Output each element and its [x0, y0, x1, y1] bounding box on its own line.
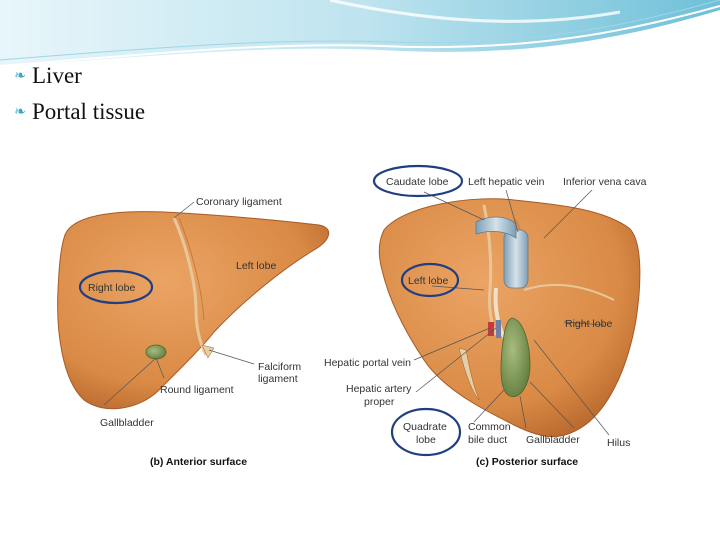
annotation-circle-quadrate-lobe [390, 407, 462, 457]
leader-lines [103, 189, 610, 436]
label-left-hepatic-vein: Left hepatic vein [468, 176, 545, 188]
label-round-ligament: Round ligament [160, 384, 234, 396]
caption-posterior-surface: (c) Posterior surface [476, 456, 578, 468]
label-left-lobe-posterior: Left lobe [408, 275, 448, 287]
label-hepatic-artery-proper: Hepatic artery [346, 383, 412, 395]
bullet-list: ❧ Liver ❧ Portal tissue [8, 58, 145, 130]
bullet-label: Portal tissue [32, 99, 146, 124]
label-quadrate-lobe: lobe [416, 434, 436, 446]
label-falciform-ligament: Falciform [258, 361, 301, 373]
label-inferior-vena-cava: Inferior vena cava [563, 176, 647, 188]
label-right-lobe: Right lobe [88, 282, 135, 294]
anterior-liver-illustration [57, 211, 329, 410]
posterior-liver-illustration [378, 198, 641, 438]
label-caudate-lobe: Caudate lobe [386, 176, 449, 188]
bullet-icon: ❧ [14, 68, 26, 84]
label-coronary-ligament: Coronary ligament [196, 196, 282, 208]
bullet-label: Liver [32, 63, 82, 88]
label-hilus: Hilus [607, 437, 630, 449]
bullet-item-liver: ❧ Liver [8, 58, 145, 94]
bullet-icon: ❧ [14, 104, 26, 120]
label-right-lobe-posterior: Right lobe [565, 318, 612, 330]
annotation-circle-right-lobe [78, 269, 154, 305]
label-left-lobe-anterior: Left lobe [236, 260, 276, 272]
annotation-circle-left-lobe-posterior [400, 262, 460, 298]
label-quadrate-lobe: Quadrate [403, 421, 447, 433]
label-gallbladder-posterior: Gallbladder [526, 434, 580, 446]
caption-anterior-surface: (b) Anterior surface [150, 456, 247, 468]
annotation-circle-caudate-lobe [372, 164, 464, 198]
label-falciform-ligament: ligament [258, 373, 298, 385]
bullet-item-portal-tissue: ❧ Portal tissue [8, 94, 145, 130]
label-gallbladder-anterior: Gallbladder [100, 417, 154, 429]
label-hepatic-portal-vein: Hepatic portal vein [324, 357, 411, 369]
label-common-bile-duct: bile duct [468, 434, 507, 446]
label-common-bile-duct: Common [468, 421, 511, 433]
label-hepatic-artery-proper: proper [364, 396, 395, 408]
liver-anatomy-figure: Coronary ligament Left lobe Right lobe F… [57, 164, 647, 468]
header-wave-decoration [0, 0, 720, 67]
